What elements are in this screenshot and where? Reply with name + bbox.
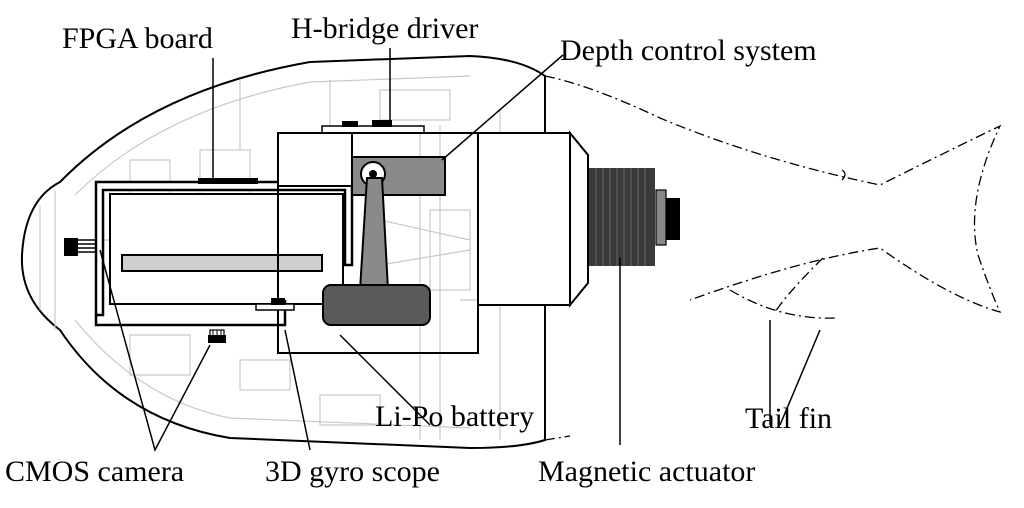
gyro-scope-label: 3D gyro scope <box>265 455 440 488</box>
upper-module-box <box>277 132 353 187</box>
gyro-chip <box>271 298 285 305</box>
h-bridge-board <box>321 125 425 134</box>
lower-frame <box>94 300 287 327</box>
depth-weight <box>322 284 431 326</box>
li-po-battery-label: Li-Po battery <box>375 400 535 433</box>
cmos-camera-front <box>64 238 96 256</box>
cmos-camera-bottom <box>208 329 226 343</box>
cmos-camera-label: CMOS camera <box>5 455 185 488</box>
leader-lines <box>99 48 821 453</box>
h-bridge-chip-2 <box>372 120 392 127</box>
depth-pivot-pin <box>369 170 377 178</box>
magnetic-actuator-shape <box>589 168 680 266</box>
li-po-battery-shape <box>121 254 323 272</box>
electronics-frame <box>94 180 354 317</box>
depth-control-system-label: Depth control system <box>560 34 817 67</box>
tail-fin-label: Tail fin <box>745 402 833 435</box>
fpga-board-label: FPGA board <box>62 22 213 55</box>
cone-taper <box>569 130 589 308</box>
tail-outline <box>544 75 1002 441</box>
h-bridge-driver-label: H-bridge driver <box>291 12 479 45</box>
hull-outline <box>20 54 546 450</box>
cone-section <box>477 132 571 306</box>
tail-eye-mark <box>841 169 846 181</box>
battery-housing <box>109 193 344 305</box>
magnetic-actuator-label: Magnetic actuator <box>538 455 756 488</box>
h-bridge-chip-1 <box>342 121 358 127</box>
fpga-board-shape <box>198 178 258 184</box>
